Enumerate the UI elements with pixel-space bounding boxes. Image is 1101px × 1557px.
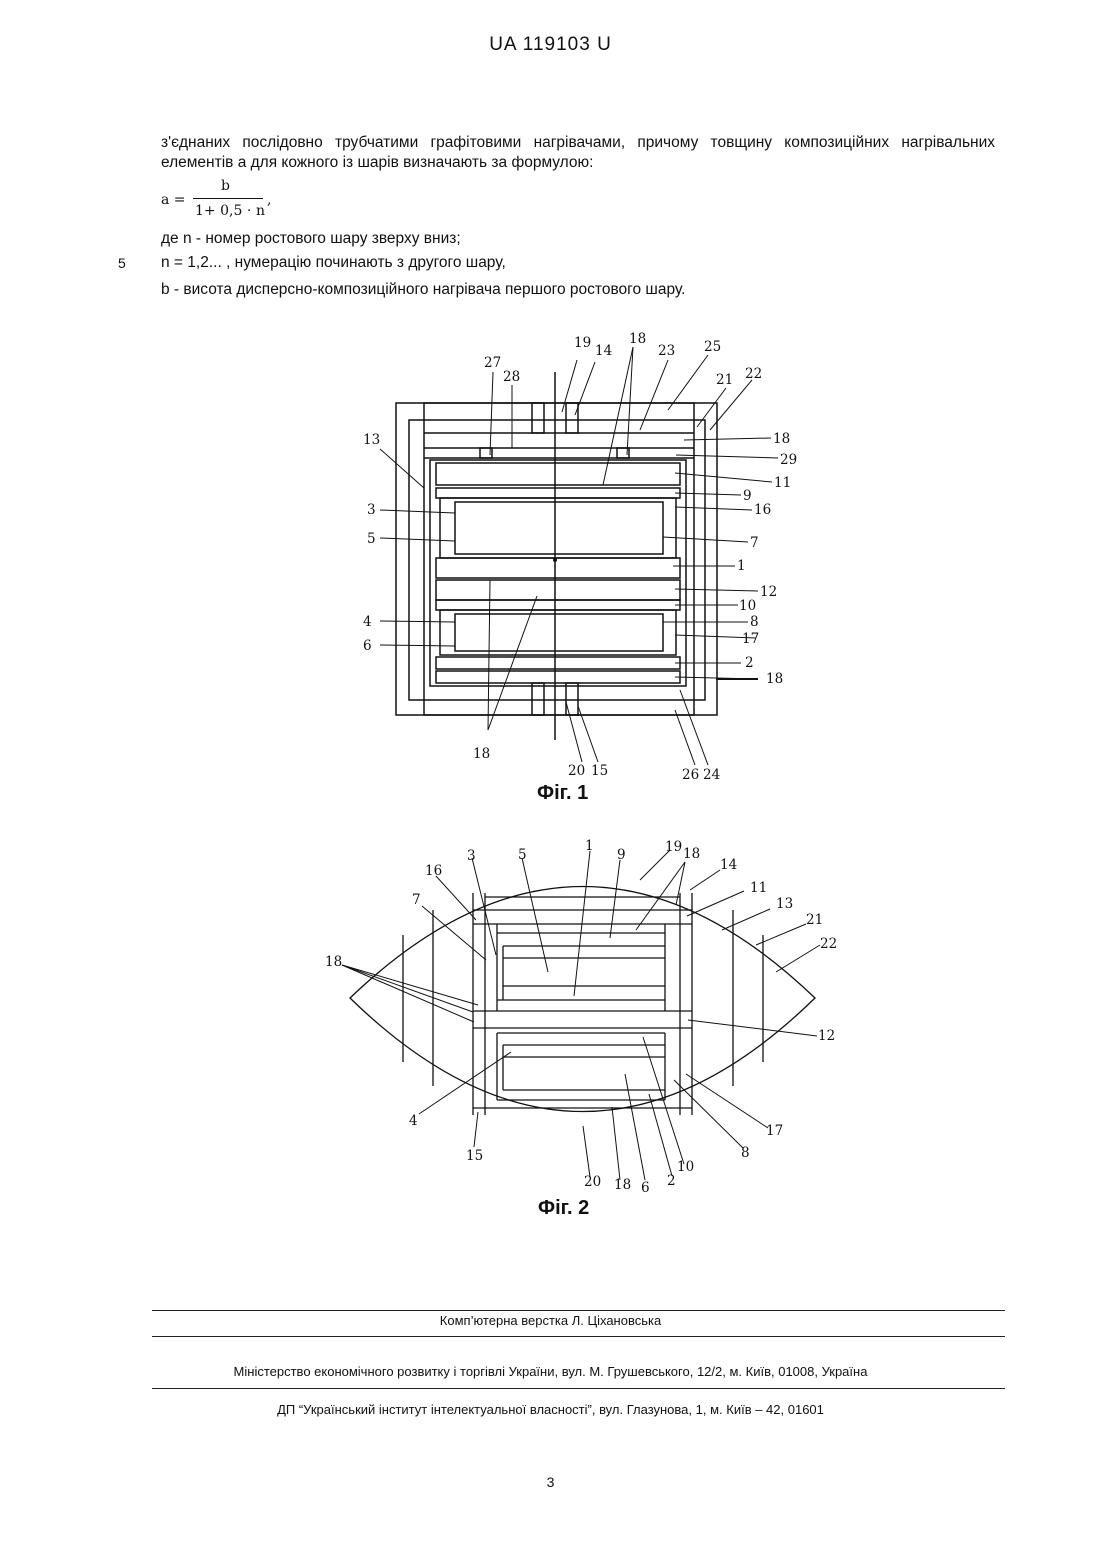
fig2-label-15: 15 <box>466 1148 483 1164</box>
fig2-label-3: 3 <box>467 848 476 864</box>
fig2-label-18-top: 18 <box>683 846 700 862</box>
fig2-label-20: 20 <box>584 1174 601 1190</box>
fig2-label-18-left: 18 <box>325 954 342 970</box>
fig2-label-19: 19 <box>665 839 682 855</box>
fig2-label-6: 6 <box>641 1180 650 1196</box>
figure-2-caption: Фіг. 2 <box>538 1197 589 1220</box>
fig2-label-12: 12 <box>818 1028 835 1044</box>
fig2-label-7: 7 <box>412 892 421 908</box>
fig2-label-16: 16 <box>425 863 442 879</box>
fig2-label-2: 2 <box>667 1173 676 1189</box>
fig2-label-9: 9 <box>617 847 626 863</box>
fig2-label-5: 5 <box>518 847 527 863</box>
figure-2: 1 9 19 18 14 11 13 21 22 3 5 16 7 18 12 … <box>0 0 1101 1200</box>
fig2-label-13: 13 <box>776 896 793 912</box>
fig2-label-1: 1 <box>585 838 594 854</box>
figure-2-drawing: 1 9 19 18 14 11 13 21 22 3 5 16 7 18 12 … <box>0 0 1101 1200</box>
fig2-label-14: 14 <box>720 857 737 873</box>
fig2-label-21: 21 <box>806 912 823 928</box>
footer-rule-3 <box>152 1388 1005 1389</box>
footer-layout-credit: Комп’ютерна верстка Л. Ціхановська <box>0 1313 1101 1328</box>
fig2-label-18-bottom: 18 <box>614 1177 631 1193</box>
fig2-label-10: 10 <box>677 1159 694 1175</box>
fig2-label-8: 8 <box>741 1145 750 1161</box>
fig2-label-4: 4 <box>409 1113 418 1129</box>
footer-rule-2 <box>152 1336 1005 1337</box>
footer-rule-1 <box>152 1310 1005 1311</box>
page-number: 3 <box>0 1474 1101 1490</box>
fig2-label-11: 11 <box>750 880 767 896</box>
footer-institute: ДП “Український інститут інтелектуальної… <box>0 1402 1101 1417</box>
footer-ministry: Міністерство економічного розвитку і тор… <box>0 1364 1101 1379</box>
fig2-label-17: 17 <box>766 1123 783 1139</box>
fig2-label-22: 22 <box>820 936 837 952</box>
